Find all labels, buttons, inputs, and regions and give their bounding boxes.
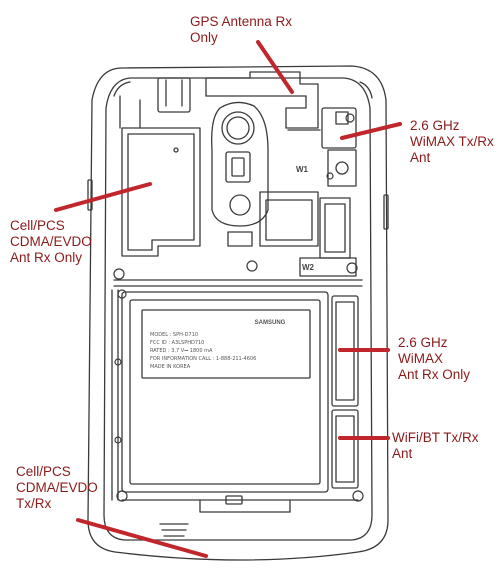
screw (114, 436, 122, 444)
cell-txrx-pointer-line (76, 518, 208, 558)
label-gps-antenna: GPS Antenna Rx Only (190, 14, 293, 45)
battery-fcc: FCC ID : A3LSPHD710 (150, 340, 204, 346)
phone-inner-outline (103, 77, 373, 541)
marker-w2: W2 (302, 263, 315, 272)
label-wimax-rx: 2.6 GHz WiMAX Ant Rx Only (398, 335, 471, 382)
screw (246, 260, 258, 272)
screw (346, 262, 358, 274)
camera-module (211, 101, 269, 227)
screw (352, 490, 364, 502)
battery-rated: RATED : 3.7 V⎓ 1800 mA (150, 348, 213, 354)
battery-compartment (121, 291, 329, 493)
screw (117, 289, 127, 299)
cell-rx-pointer-line (54, 182, 152, 212)
battery-brand: SAMSUNG (255, 320, 286, 326)
label-cell-rx: Cell/PCS CDMA/EVDO Ant Rx Only (10, 218, 92, 265)
phone-outline (87, 65, 389, 561)
gps-antenna-trace (205, 71, 319, 129)
gps-pointer-line (256, 40, 294, 94)
battery-info: FOR INFORMATION CALL : 1-888-211-4606 (150, 356, 256, 362)
label-wifi-bt: WiFi/BT Tx/Rx Ant (392, 430, 479, 461)
screw (345, 113, 355, 123)
battery-label-area (141, 309, 311, 379)
screw (114, 358, 122, 366)
label-cell-txrx: Cell/PCS CDMA/EVDO Tx/Rx (16, 464, 98, 511)
screw (113, 268, 125, 280)
label-wimax-txrx: 2.6 GHz WiMAX Tx/Rx Ant (410, 118, 494, 165)
battery-model: MODEL : SPH-D710 (150, 332, 198, 338)
cell-rx-antenna-region (121, 127, 201, 257)
battery-made: MADE IN KOREA (150, 364, 191, 370)
wimax-txrx-pointer-line (340, 122, 402, 140)
marker-w1: W1 (296, 165, 309, 174)
screw (116, 490, 128, 502)
card-slot (259, 191, 319, 247)
screw (326, 172, 334, 180)
wifi-bt-antenna-strip (331, 409, 359, 489)
